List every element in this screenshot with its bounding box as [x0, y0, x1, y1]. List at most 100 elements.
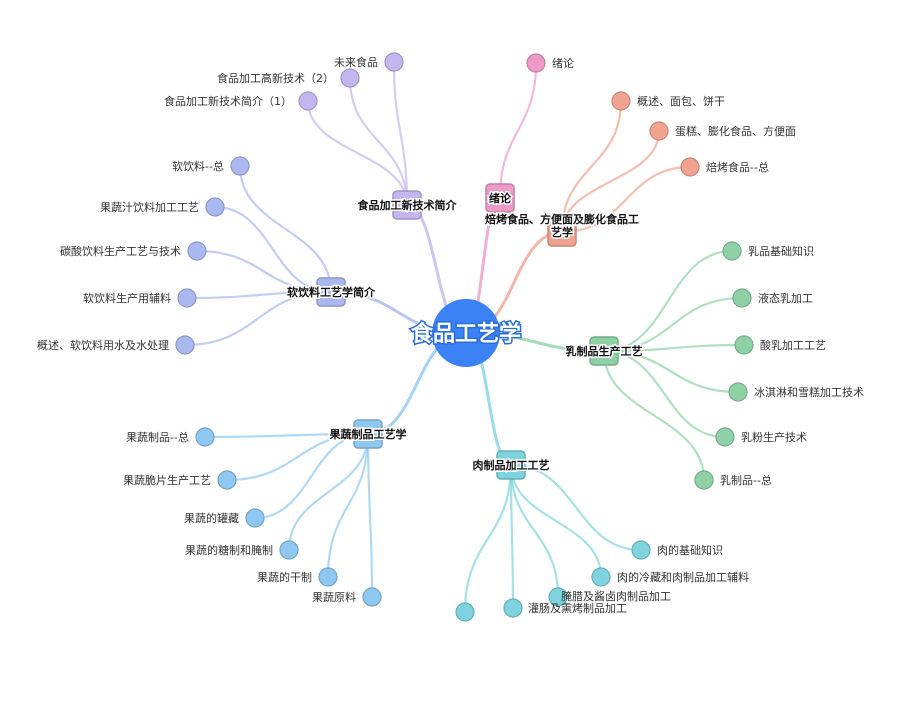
leaf-dot-fruit-5 [362, 587, 382, 607]
link-newtech-0 [392, 60, 409, 207]
leaf-node-dairy-1[interactable]: 液态乳加工 [732, 288, 813, 308]
branch-box-bake [547, 217, 577, 247]
leaf-label-drink-2: 碳酸饮料生产工艺与技术 [60, 244, 181, 258]
branch-node-fruit[interactable]: 果蔬制品工艺学 [327, 419, 408, 449]
leaf-node-meat-1[interactable]: 肉的冷藏和肉制品加工辅料 [591, 567, 749, 587]
link-newtech-1 [348, 76, 409, 207]
leaf-node-dairy-5[interactable]: 乳制品--总 [694, 470, 772, 490]
link-drink-1 [213, 205, 333, 294]
branch-box-drink [316, 277, 346, 307]
leaf-node-newtech-0[interactable]: 未来食品 [334, 52, 404, 72]
leaf-dot-bake-0 [611, 91, 631, 111]
leaf-node-drink-0[interactable]: 软饮料--总 [172, 156, 250, 176]
branch-node-bake[interactable]: 焙烤食品、方便面及膨化食品工艺学 [484, 211, 641, 247]
leaf-label-dairy-2: 酸乳加工工艺 [760, 338, 826, 352]
branch-node-meat[interactable]: 肉制品加工工艺 [471, 450, 551, 480]
link-dairy-1 [602, 296, 744, 353]
leaf-node-drink-1[interactable]: 果蔬汁饮料加工工艺 [100, 197, 225, 217]
link-drink-3 [185, 290, 333, 300]
leaf-dot-xulun-0 [526, 53, 546, 73]
link-drink-4 [183, 290, 333, 347]
leaf-dot-dairy-2 [734, 335, 754, 355]
leaf-label-fruit-1: 果蔬脆片生产工艺 [123, 473, 211, 487]
leaf-dot-drink-0 [230, 156, 250, 176]
link-dairy-5 [602, 349, 706, 482]
branch-label-bake: 焙烤食品、方便面及膨化食品工艺学 [485, 212, 639, 239]
leaf-node-drink-4[interactable]: 概述、软饮料用水及水处理 [37, 335, 195, 355]
leaf-node-dairy-2[interactable]: 酸乳加工工艺 [734, 335, 826, 355]
branch-node-xulun[interactable]: 绪论 [485, 183, 515, 213]
leaf-node-bake-2[interactable]: 焙烤食品--总 [680, 157, 769, 177]
link-xulun-0 [498, 61, 538, 200]
leaf-label-drink-3: 软饮料生产用辅料 [83, 291, 171, 305]
leaf-label-bake-2: 焙烤食品--总 [706, 160, 769, 174]
leaf-node-newtech-2[interactable]: 食品加工新技术简介（1） [164, 91, 318, 111]
leaf-label-newtech-0: 未来食品 [334, 55, 378, 69]
link-fruit-2 [253, 432, 370, 520]
leaf-dot-drink-4 [175, 335, 195, 355]
leaf-dot-bake-2 [680, 157, 700, 177]
leaf-label-dairy-1: 液态乳加工 [758, 291, 813, 305]
link-fruit-3 [287, 432, 370, 552]
mind-map-nodes: 绪论绪论焙烤食品、方便面及膨化食品工艺学概述、面包、饼干蛋糕、膨化食品、方便面焙… [37, 52, 864, 622]
leaf-label-meat-0: 肉的基础知识 [657, 543, 723, 557]
link-fruit-5 [366, 432, 374, 599]
leaf-node-drink-2[interactable]: 碳酸饮料生产工艺与技术 [60, 241, 207, 261]
leaf-node-dairy-3[interactable]: 冰淇淋和雪糕加工技术 [728, 382, 864, 402]
link-meat-4 [463, 463, 513, 614]
leaf-node-meat-2[interactable]: 腌腊及酱卤肉制品加工 [548, 587, 671, 607]
branch-node-dairy[interactable]: 乳制品生产工艺 [564, 336, 644, 366]
leaf-node-fruit-4[interactable]: 果蔬的干制 [257, 567, 338, 587]
link-meat-1 [509, 463, 603, 579]
leaf-node-bake-0[interactable]: 概述、面包、饼干 [611, 91, 725, 111]
leaf-dot-fruit-0 [195, 427, 215, 447]
root-title: 食品工艺学 [411, 321, 521, 347]
leaf-node-fruit-1[interactable]: 果蔬脆片生产工艺 [123, 470, 237, 490]
link-dairy-3 [602, 349, 740, 394]
link-meat-0 [509, 463, 643, 552]
link-newtech-2 [306, 99, 409, 207]
leaf-node-meat-4[interactable] [455, 602, 475, 622]
link-bake-1 [560, 129, 661, 234]
leaf-node-drink-3[interactable]: 软饮料生产用辅料 [83, 288, 197, 308]
link-fruit-4 [326, 432, 370, 579]
leaf-label-drink-4: 概述、软饮料用水及水处理 [37, 338, 169, 352]
link-bake-0 [560, 99, 623, 234]
leaf-dot-meat-2 [548, 587, 568, 607]
leaf-dot-drink-3 [177, 288, 197, 308]
leaf-dot-fruit-4 [318, 567, 338, 587]
leaf-node-fruit-3[interactable]: 果蔬的糖制和腌制 [185, 540, 299, 560]
leaf-dot-meat-4 [455, 602, 475, 622]
leaf-node-meat-0[interactable]: 肉的基础知识 [631, 540, 723, 560]
leaf-label-drink-1: 果蔬汁饮料加工工艺 [100, 200, 199, 214]
branch-node-drink[interactable]: 软饮料工艺学简介 [286, 277, 377, 307]
branch-box-fruit [353, 419, 383, 449]
branch-label-xulun: 绪论 [489, 191, 512, 205]
leaf-label-newtech-2: 食品加工新技术简介（1） [164, 94, 292, 108]
leaf-label-fruit-0: 果蔬制品--总 [126, 430, 189, 444]
leaf-dot-dairy-1 [732, 288, 752, 308]
branch-box-newtech [392, 190, 422, 220]
root-node[interactable]: 食品工艺学 [409, 299, 523, 367]
leaf-node-newtech-1[interactable]: 食品加工高新技术（2） [217, 68, 360, 88]
root-node-circle [432, 299, 500, 367]
leaf-dot-meat-1 [591, 567, 611, 587]
link-dairy-4 [602, 349, 727, 439]
leaf-label-dairy-0: 乳品基础知识 [748, 244, 814, 258]
branch-label-meat: 肉制品加工工艺 [473, 458, 550, 472]
leaf-node-xulun-0[interactable]: 绪论 [526, 53, 574, 73]
leaf-node-fruit-0[interactable]: 果蔬制品--总 [126, 427, 215, 447]
leaf-node-dairy-4[interactable]: 乳粉生产技术 [715, 427, 807, 447]
leaf-label-meat-1: 肉的冷藏和肉制品加工辅料 [617, 570, 749, 584]
leaf-node-fruit-2[interactable]: 果蔬的罐藏 [184, 508, 265, 528]
leaf-node-meat-3[interactable]: 灌肠及熏烤制品加工 [503, 598, 627, 618]
leaf-node-dairy-0[interactable]: 乳品基础知识 [722, 241, 814, 261]
leaf-node-fruit-5[interactable]: 果蔬原料 [312, 587, 382, 607]
leaf-node-bake-1[interactable]: 蛋糕、膨化食品、方便面 [649, 121, 796, 141]
branch-label-fruit: 果蔬制品工艺学 [329, 427, 407, 441]
leaf-dot-fruit-2 [245, 508, 265, 528]
leaf-label-xulun-0: 绪论 [552, 56, 574, 70]
branch-node-newtech[interactable]: 食品加工新技术简介 [356, 190, 459, 220]
link-meat-2 [509, 463, 560, 599]
